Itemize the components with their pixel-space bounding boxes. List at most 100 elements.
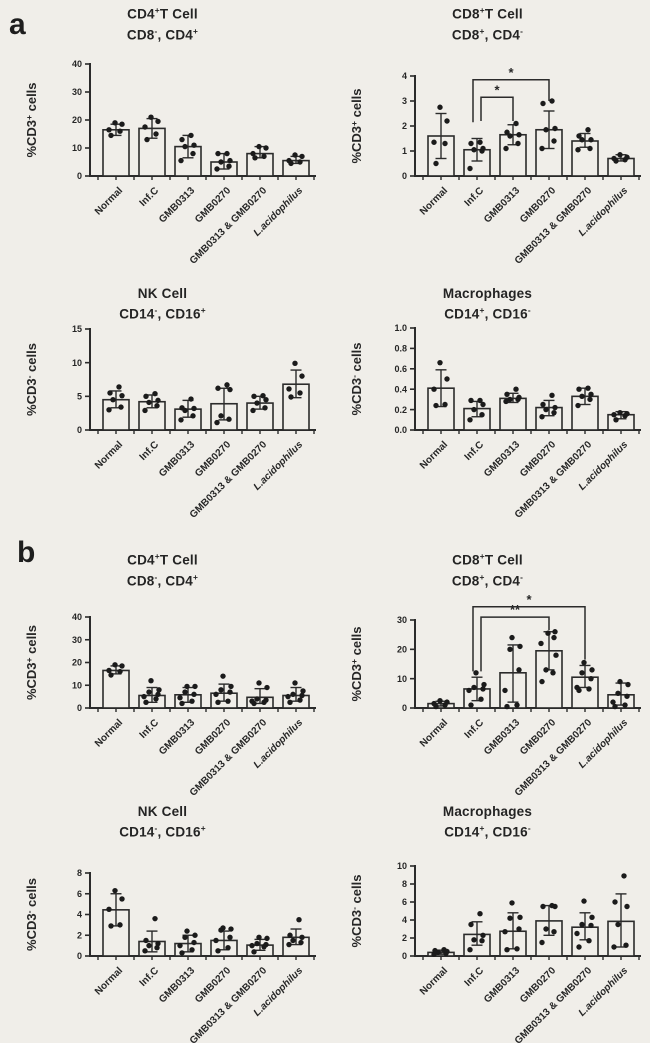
y-axis-label: %CD3- cells xyxy=(349,343,364,416)
svg-text:0: 0 xyxy=(402,703,407,713)
svg-text:20: 20 xyxy=(72,658,82,668)
svg-text:20: 20 xyxy=(397,645,407,655)
svg-text:4: 4 xyxy=(402,915,407,925)
svg-text:20: 20 xyxy=(72,115,82,125)
svg-text:5: 5 xyxy=(77,392,82,402)
svg-text:30: 30 xyxy=(72,87,82,97)
significance-brackets: *** xyxy=(472,592,586,672)
panel-a-label: a xyxy=(9,8,26,41)
x-axis-label: GMB0313 xyxy=(482,439,522,479)
x-axis-label: GMB0313 xyxy=(482,717,522,757)
bars xyxy=(102,669,310,709)
data-points xyxy=(106,114,305,172)
svg-text:10: 10 xyxy=(72,358,82,368)
x-axis-label: Inf.C xyxy=(138,717,161,740)
y-axis-label: %CD3- cells xyxy=(24,343,39,416)
svg-text:15: 15 xyxy=(72,324,82,334)
data-points xyxy=(431,98,630,172)
svg-text:10: 10 xyxy=(397,861,407,871)
x-axis-label: Inf.C xyxy=(463,185,486,208)
x-axis-label: GMB0313 xyxy=(157,965,197,1005)
x-axis-label: Normal xyxy=(418,185,450,217)
significance-brackets: ** xyxy=(472,65,550,123)
x-axis-label: Inf.C xyxy=(463,439,486,462)
svg-text:0: 0 xyxy=(77,951,82,961)
svg-text:10: 10 xyxy=(72,143,82,153)
svg-text:8: 8 xyxy=(402,879,407,889)
x-axis-label: Inf.C xyxy=(463,965,486,988)
svg-text:40: 40 xyxy=(72,612,82,622)
bars xyxy=(102,383,310,431)
x-axis-label: Normal xyxy=(93,717,125,749)
significance-stars: * xyxy=(494,82,500,97)
data-points xyxy=(106,662,306,707)
y-axis-label: %CD3- cells xyxy=(24,878,39,951)
svg-text:1: 1 xyxy=(402,146,407,156)
data-points xyxy=(431,359,630,423)
svg-text:30: 30 xyxy=(72,635,82,645)
svg-text:2: 2 xyxy=(402,121,407,131)
svg-text:0.2: 0.2 xyxy=(394,405,407,415)
bars xyxy=(427,387,635,431)
y-axis-label: %CD3- cells xyxy=(349,875,364,948)
x-axis-label: Normal xyxy=(418,439,450,471)
bars xyxy=(427,920,635,957)
svg-text:0: 0 xyxy=(402,951,407,961)
x-axis-label: GMB0313 xyxy=(482,185,522,225)
bars xyxy=(102,127,310,177)
svg-text:0: 0 xyxy=(77,171,82,181)
x-axis-label: Inf.C xyxy=(138,185,161,208)
svg-text:6: 6 xyxy=(77,889,82,899)
data-points xyxy=(431,873,630,957)
svg-text:0: 0 xyxy=(77,425,82,435)
x-axis-label: GMB0313 xyxy=(157,439,197,479)
svg-text:8: 8 xyxy=(77,868,82,878)
svg-text:0.4: 0.4 xyxy=(394,384,407,394)
error-bars xyxy=(110,893,302,953)
x-axis-label: Normal xyxy=(418,717,450,749)
svg-text:10: 10 xyxy=(72,680,82,690)
y-axis-label: %CD3+ cells xyxy=(349,88,364,163)
y-axis-label: %CD3+ cells xyxy=(24,625,39,700)
x-axis-label: GMB0313 xyxy=(482,965,522,1005)
svg-text:0.8: 0.8 xyxy=(394,344,407,354)
svg-text:6: 6 xyxy=(402,897,407,907)
svg-text:10: 10 xyxy=(397,674,407,684)
y-axis-label: %CD3+ cells xyxy=(24,82,39,157)
data-points xyxy=(106,887,305,956)
bars xyxy=(427,650,635,709)
svg-text:40: 40 xyxy=(72,59,82,69)
x-axis-label: Normal xyxy=(93,185,125,217)
axes: 0 10 20 30 40 xyxy=(72,59,316,181)
x-axis-label: Normal xyxy=(93,439,125,471)
svg-text:4: 4 xyxy=(77,910,82,920)
svg-text:4: 4 xyxy=(402,71,407,81)
svg-text:3: 3 xyxy=(402,96,407,106)
data-points xyxy=(431,629,631,710)
data-points xyxy=(106,360,305,426)
svg-text:0.6: 0.6 xyxy=(394,364,407,374)
x-axis-label: GMB0313 xyxy=(157,185,197,225)
svg-text:0.0: 0.0 xyxy=(394,425,407,435)
x-axis-label: GMB0313 xyxy=(157,717,197,757)
